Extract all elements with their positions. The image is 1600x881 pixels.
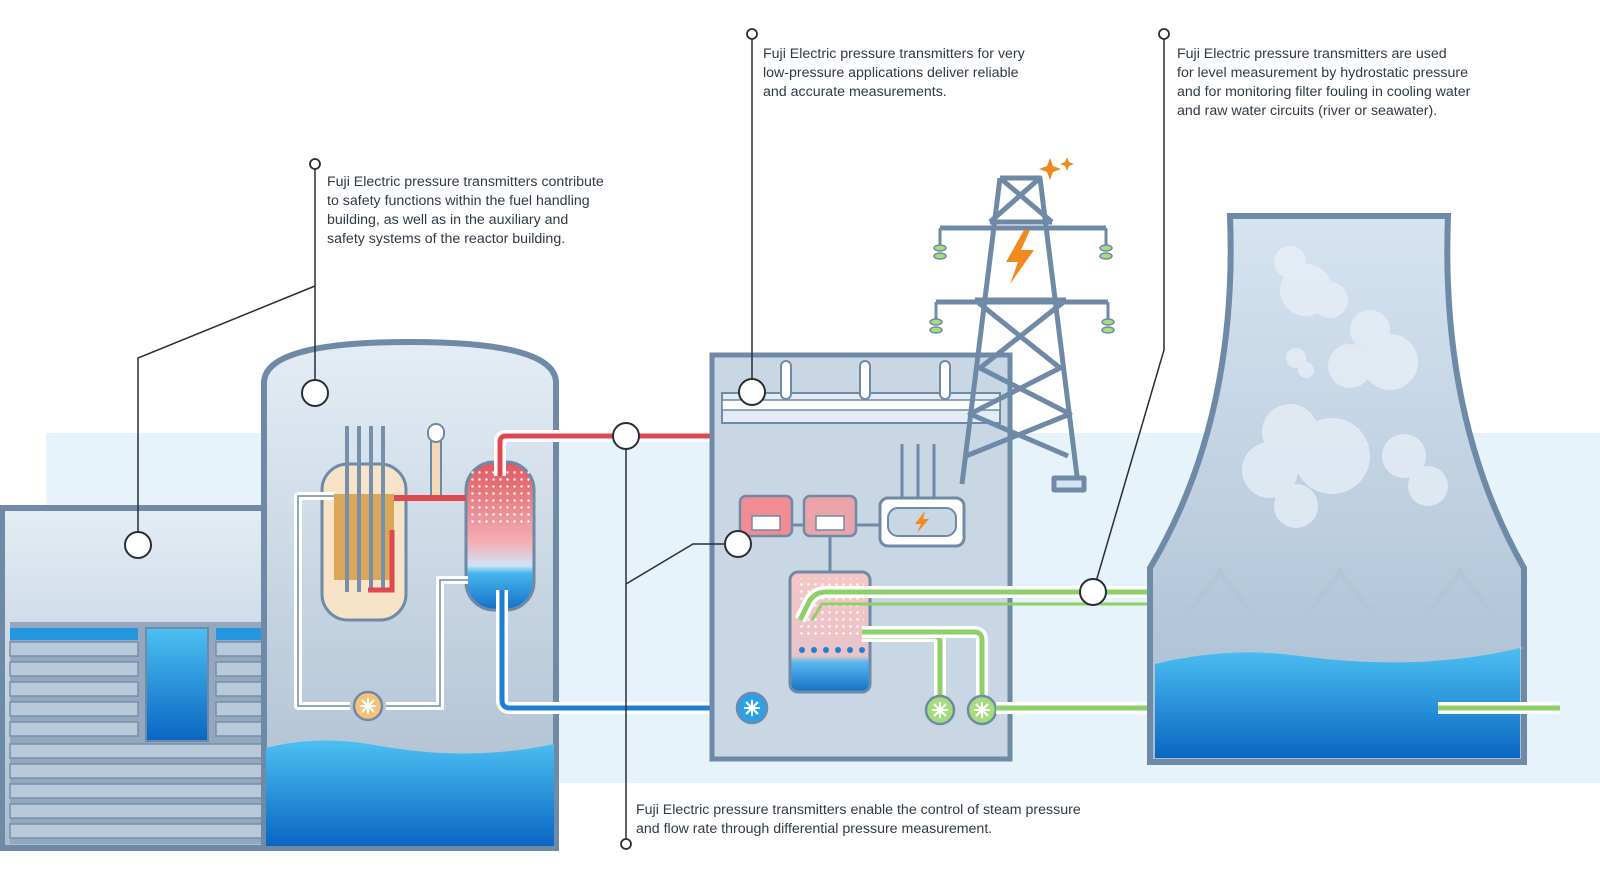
callout-level-measurement: Fuji Electric pressure transmitters are … [1177, 45, 1470, 121]
callout-line: and flow rate through differential press… [636, 821, 993, 837]
turbine-lp [802, 494, 858, 538]
auxiliary-building [0, 505, 275, 851]
cooling-tower [1147, 213, 1560, 765]
leader-lines [137, 34, 1165, 844]
sparkle-icon [1039, 157, 1074, 180]
lightning-bolt-icon [915, 511, 929, 533]
cooling-pump-1 [924, 694, 956, 726]
cooling-pump-2 [966, 694, 998, 726]
primary-pump [352, 690, 384, 722]
callout-line: safety systems of the reactor building. [327, 231, 566, 247]
callout-low-pressure: Fuji Electric pressure transmitters for … [763, 45, 1025, 102]
callout-line: Fuji Electric pressure transmitters are … [1177, 46, 1447, 62]
callout-line: and accurate measurements. [763, 84, 947, 100]
callout-line: for level measurement by hydrostatic pre… [1177, 65, 1468, 81]
callout-line: Fuji Electric pressure transmitters enab… [636, 802, 1081, 818]
turbine-hall [709, 352, 1200, 762]
transmission-pylon [934, 175, 1110, 493]
feedwater-pump [735, 691, 769, 725]
callout-line: and for monitoring filter fouling in coo… [1177, 84, 1471, 100]
measurement-points [124, 28, 1170, 850]
feedwater-line [496, 590, 832, 714]
callout-line: low-pressure applications deliver reliab… [763, 65, 1019, 81]
callout-line: building, as well as in the auxiliary an… [327, 212, 569, 228]
insulators [929, 244, 1115, 334]
callout-line: and raw water circuits (river or seawate… [1177, 103, 1438, 119]
reactor-building [261, 338, 559, 851]
lightning-bolt-icon [1006, 230, 1034, 284]
callout-line: Fuji Electric pressure transmitters for … [763, 46, 1025, 62]
callout-fuel-building: Fuji Electric pressure transmitters cont… [327, 173, 604, 249]
callout-line: to safety functions within the fuel hand… [327, 193, 590, 209]
generator [878, 444, 966, 548]
callout-steam-control: Fuji Electric pressure transmitters enab… [636, 801, 1081, 839]
turbine-hp [738, 494, 794, 538]
callout-line: Fuji Electric pressure transmitters cont… [327, 174, 604, 190]
